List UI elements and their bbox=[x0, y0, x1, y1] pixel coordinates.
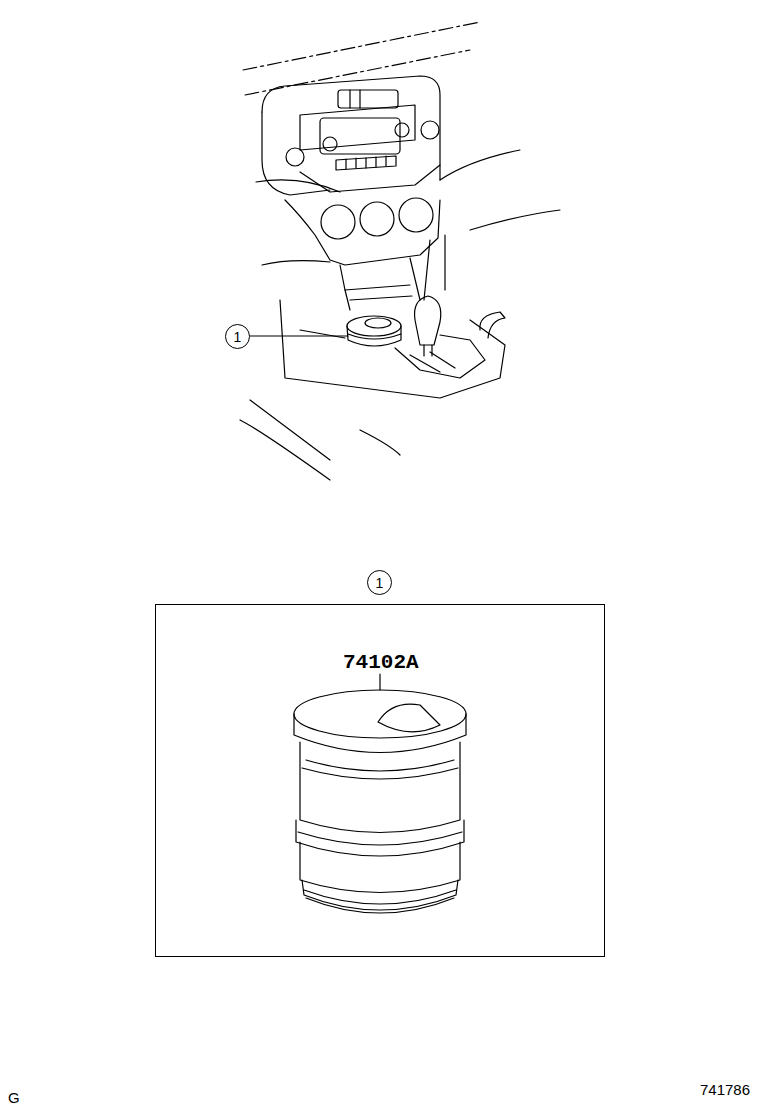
dashboard-drawing-part bbox=[262, 261, 330, 265]
dashboard-drawing-part bbox=[350, 90, 360, 108]
dashboard-drawing-part bbox=[424, 240, 430, 300]
dashboard-drawing-part bbox=[336, 156, 396, 170]
ashtray-drawing-part bbox=[306, 898, 454, 913]
dashboard-drawing-part bbox=[240, 420, 330, 480]
callout-number: 1 bbox=[367, 570, 392, 595]
dashboard-drawing-part bbox=[245, 50, 470, 95]
dashboard-drawing-part bbox=[250, 400, 330, 460]
dashboard-drawing-part bbox=[286, 148, 304, 166]
ashtray-drawing-part bbox=[300, 742, 460, 833]
dashboard-drawing-part bbox=[300, 105, 415, 150]
dashboard-drawing-part bbox=[399, 198, 433, 232]
dashboard-drawing bbox=[240, 22, 560, 480]
dashboard-drawing-part bbox=[360, 430, 400, 455]
dashboard-drawing-part bbox=[395, 335, 485, 378]
ashtray-drawing-part bbox=[302, 880, 458, 910]
drawing-number: 741786 bbox=[700, 1082, 750, 1097]
dashboard-drawing-part bbox=[480, 312, 505, 338]
dashboard-drawing-part bbox=[256, 180, 340, 192]
dashboard-drawing-part bbox=[360, 202, 394, 236]
ashtray-drawing-part bbox=[378, 704, 440, 732]
ashtray-in-console-part bbox=[365, 318, 391, 328]
dashboard-drawing-part bbox=[444, 235, 445, 290]
dashboard-drawing-part bbox=[421, 121, 439, 139]
callout-number-text: 1 bbox=[376, 576, 384, 590]
callout-number-text: 1 bbox=[234, 330, 242, 344]
ashtray-in-console-part bbox=[347, 316, 401, 336]
dashboard-drawing-part bbox=[300, 330, 345, 338]
dashboard-drawing-part bbox=[395, 123, 409, 137]
ashtray-drawing-part bbox=[302, 768, 458, 779]
page-code: G bbox=[8, 1090, 20, 1105]
dashboard-drawing-part bbox=[323, 137, 337, 151]
dashboard-drawing-part bbox=[320, 118, 400, 154]
dashboard-drawing-part bbox=[262, 76, 440, 180]
dashboard-drawing-part bbox=[346, 156, 386, 169]
dashboard-drawing-part bbox=[338, 90, 398, 108]
leader-line-part bbox=[250, 335, 348, 336]
dashboard-drawing-part bbox=[440, 150, 520, 180]
dashboard-drawing-part bbox=[470, 210, 560, 230]
dashboard-drawing-part bbox=[321, 205, 355, 239]
ashtray-in-console-part bbox=[347, 326, 401, 346]
part-frame: 74102A bbox=[155, 604, 605, 957]
ashtray-drawing-part bbox=[379, 674, 380, 690]
ashtray-drawing-part bbox=[296, 820, 464, 856]
ashtray-in-console bbox=[347, 316, 401, 346]
part-number: 74102A bbox=[343, 652, 419, 673]
dashboard-drawing-part bbox=[345, 285, 412, 300]
dashboard-drawing-part bbox=[415, 296, 441, 345]
ashtray-drawing-part bbox=[306, 760, 454, 771]
leader-line bbox=[250, 335, 348, 336]
ashtray-in-console-part bbox=[348, 334, 401, 339]
ashtray-drawing bbox=[294, 674, 466, 913]
ashtray-drawing-part bbox=[294, 690, 466, 738]
ashtray-drawing-part bbox=[300, 842, 460, 893]
dashboard-drawing-part bbox=[280, 300, 505, 398]
dashboard-drawing-part bbox=[424, 345, 432, 356]
callout-number: 1 bbox=[225, 324, 250, 349]
ashtray-drawing-part bbox=[304, 890, 456, 904]
ashtray-drawing-part bbox=[298, 832, 462, 845]
dashboard-drawing-part bbox=[300, 165, 440, 192]
dashboard-drawing-part bbox=[243, 22, 480, 70]
dashboard-drawing-part bbox=[340, 258, 420, 310]
